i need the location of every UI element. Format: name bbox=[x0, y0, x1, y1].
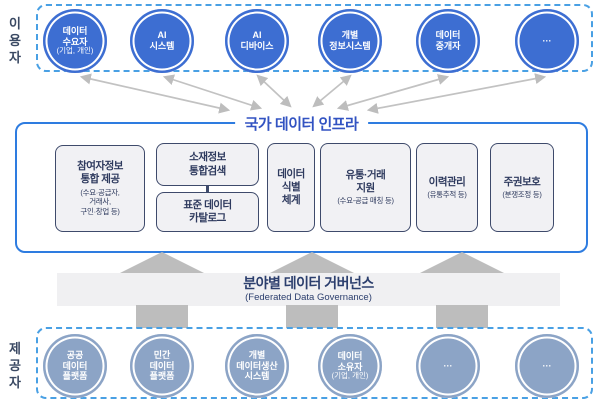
circle-label: 개별 정보시스템 bbox=[329, 30, 371, 51]
feature-subtitle: (수요·공급자, 거래사, 구인·창업 등) bbox=[80, 187, 120, 217]
providers-side-label: 제공자 bbox=[9, 341, 21, 390]
block-arrow-head-right bbox=[420, 252, 504, 273]
feature-title: 유통·거래 지원 bbox=[345, 169, 386, 195]
feature-subtitle: (분쟁조정 등) bbox=[502, 189, 542, 199]
circle-label: 개별 데이터생산 시스템 bbox=[236, 349, 278, 382]
ellipsis-label: ··· bbox=[542, 35, 552, 46]
user-circle-data-broker: 데이터 중개자 bbox=[416, 9, 480, 73]
feature-title: 주권보호 bbox=[503, 175, 541, 188]
block-arrow-head-center bbox=[270, 252, 354, 273]
circle-label: 민간 데이터 플랫폼 bbox=[149, 349, 175, 382]
governance-subtitle: (Federated Data Governance) bbox=[245, 291, 372, 303]
block-arrow-shaft-center bbox=[286, 305, 338, 328]
user-circle-ai-system: AI 시스템 bbox=[130, 9, 194, 73]
circle-sublabel: (기업, 개인) bbox=[331, 371, 369, 381]
circle-sublabel: (기업, 개인) bbox=[56, 46, 94, 56]
provider-circle-ellipsis-2: ··· bbox=[515, 334, 579, 398]
feature-subtitle: (수요-공급 매칭 등) bbox=[337, 196, 394, 206]
block-arrow-shaft-right bbox=[436, 305, 488, 328]
user-circle-ai-device: AI 디바이스 bbox=[225, 9, 289, 73]
feature-subtitle: (유통추적 등) bbox=[427, 189, 467, 199]
users-group-box bbox=[36, 4, 593, 72]
feature-box-sovereignty: 주권보호 (분쟁조정 등) bbox=[490, 143, 554, 232]
feature-box-data-id-system: 데이터 식별 체계 bbox=[267, 143, 315, 232]
provider-circle-data-owner: 데이터 소유자 (기업, 개인) bbox=[318, 334, 382, 398]
circle-label: AI 디바이스 bbox=[240, 30, 274, 51]
governance-title: 분야별 데이터 거버넌스 bbox=[243, 275, 374, 292]
users-side-label: 이용자 bbox=[9, 16, 21, 65]
feature-title: 표준 데이터 카탈로그 bbox=[183, 198, 232, 224]
feature-title: 데이터 식별 체계 bbox=[277, 167, 305, 207]
feature-title: 소재정보 통합검색 bbox=[189, 151, 226, 177]
infrastructure-title: 국가 데이터 인프라 bbox=[234, 113, 369, 134]
arrow-lines bbox=[79, 73, 547, 114]
block-arrow-shaft-left bbox=[136, 305, 188, 328]
user-circle-data-consumer: 데이터 수요자 (기업, 개인) bbox=[43, 9, 107, 73]
circle-label: 공공 데이터 플랫폼 bbox=[62, 349, 88, 382]
feature-title: 이력관리 bbox=[428, 175, 466, 188]
feature-box-trade-support: 유통·거래 지원 (수요-공급 매칭 등) bbox=[320, 143, 411, 232]
user-circle-ellipsis: ··· bbox=[515, 9, 579, 73]
feature-box-location-search: 소재정보 통합검색 bbox=[156, 143, 259, 186]
circle-label: 데이터 소유자 bbox=[337, 350, 363, 372]
provider-circle-data-production-system: 개별 데이터생산 시스템 bbox=[225, 334, 289, 398]
feature-box-standard-catalog: 표준 데이터 카탈로그 bbox=[156, 192, 259, 232]
providers-group-box bbox=[36, 327, 593, 399]
ellipsis-label: ··· bbox=[542, 360, 552, 371]
provider-circle-public-platform: 공공 데이터 플랫폼 bbox=[43, 334, 107, 398]
block-arrow-head-left bbox=[120, 252, 204, 273]
feature-title: 참여자정보 통합 제공 bbox=[77, 160, 123, 186]
ellipsis-label: ··· bbox=[443, 360, 453, 371]
feature-box-history-mgmt: 이력관리 (유통추적 등) bbox=[416, 143, 478, 232]
feature-box-connector bbox=[206, 185, 209, 193]
user-circle-individual-info-system: 개별 정보시스템 bbox=[318, 9, 382, 73]
feature-box-participant-info: 참여자정보 통합 제공 (수요·공급자, 거래사, 구인·창업 등) bbox=[55, 145, 145, 232]
provider-circle-ellipsis-1: ··· bbox=[416, 334, 480, 398]
circle-label: 데이터 중개자 bbox=[435, 30, 461, 51]
provider-circle-private-platform: 민간 데이터 플랫폼 bbox=[130, 334, 194, 398]
circle-label: 데이터 수요자 bbox=[62, 25, 88, 47]
circle-label: AI 시스템 bbox=[149, 30, 175, 51]
governance-band: 분야별 데이터 거버넌스 (Federated Data Governance) bbox=[57, 273, 560, 306]
